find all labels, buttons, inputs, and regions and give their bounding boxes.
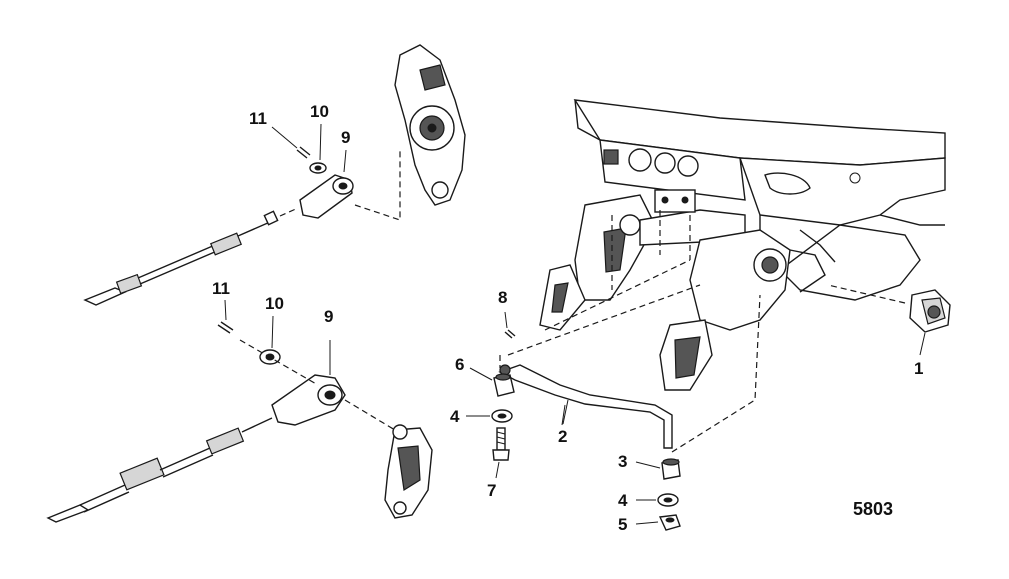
shift-lever-lower: [239, 339, 433, 519]
callout-2: 2: [558, 427, 568, 446]
cotter-pin-part-11-lower: [217, 299, 234, 334]
callout-10-lower: 10: [265, 294, 284, 313]
callout-4-left: 4: [450, 407, 460, 426]
bushing-part-6: [469, 367, 515, 397]
figure-number: 5803: [853, 499, 894, 519]
callout-7: 7: [487, 481, 497, 500]
cotter-pin-part-11-upper: [271, 126, 311, 159]
bolt-part-7: [492, 427, 510, 479]
callout-9-lower: 9: [324, 307, 334, 326]
washer-part-4-left: [466, 409, 513, 423]
upper-throttle-lever: [354, 44, 466, 221]
link-rod-part-2: [498, 364, 673, 449]
callout-9-upper: 9: [341, 128, 351, 147]
cable-end-part-9-lower: [271, 340, 346, 426]
shift-cable-lower: [46, 417, 273, 523]
callout-1: 1: [914, 359, 924, 378]
callout-11-lower: 11: [212, 279, 230, 298]
washer-part-4-right: [636, 493, 679, 507]
assembly-guide-lines: [499, 210, 761, 453]
bushing-part-3: [635, 458, 681, 480]
callout-11-upper: 11: [249, 109, 267, 128]
callout-6: 6: [455, 355, 465, 374]
callout-8: 8: [498, 288, 508, 307]
nut-part-5: [635, 514, 681, 531]
cotter-pin-part-8: [504, 311, 516, 339]
swivel-bracket-right: [659, 229, 836, 391]
leader-lines: [561, 404, 566, 426]
washer-part-10-upper: [309, 123, 327, 174]
throttle-cable-upper: [83, 207, 299, 306]
callout-3: 3: [618, 452, 628, 471]
callout-4-right: 4: [618, 491, 628, 510]
callout-5: 5: [618, 515, 628, 534]
cable-end-part-9-upper: [299, 149, 354, 219]
nut-part-1: [827, 284, 951, 356]
callout-10-upper: 10: [310, 102, 329, 121]
